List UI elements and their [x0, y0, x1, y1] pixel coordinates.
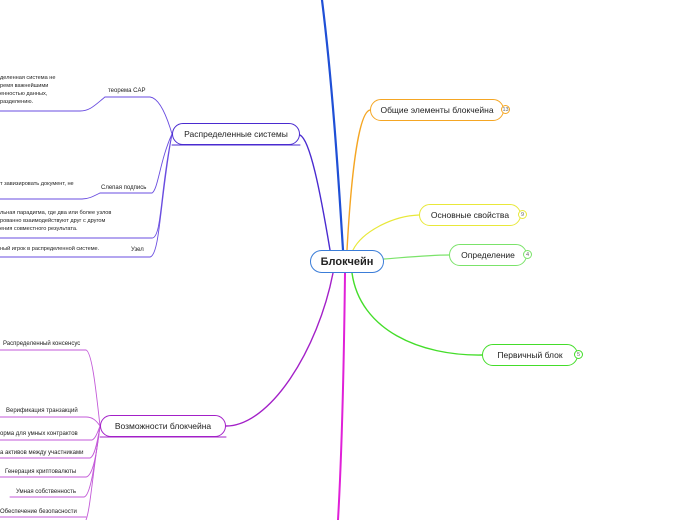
capability-1-line	[85, 416, 101, 427]
topic-distributed-systems-label: Распределенные системы	[184, 129, 288, 139]
topic-properties-label: Основные свойства	[430, 210, 510, 220]
branch-definition-line	[383, 254, 450, 260]
capability-item[interactable]: орма для умных контрактов	[0, 431, 78, 437]
central-topic-label: Блокчейн	[320, 255, 374, 268]
properties-count-badge[interactable]: 9	[518, 210, 527, 219]
capability-item[interactable]: Генерация криптовалюты	[5, 469, 77, 475]
topic-properties[interactable]: Основные свойства	[419, 204, 521, 226]
capability-4-line	[85, 425, 101, 478]
branch-distributed-line	[299, 134, 331, 251]
node-text: ный игрок в распределенной системе.	[0, 246, 100, 252]
general-elements-count-badge[interactable]: 13	[501, 105, 510, 114]
branch-bottom-line	[337, 272, 346, 520]
capability-item[interactable]: Обеспечение безопасности	[0, 509, 77, 515]
topic-general-elements[interactable]: Общие элементы блокчейна	[370, 99, 504, 121]
cap-theorem-text-line	[79, 96, 106, 112]
primary-block-count-badge[interactable]: 5	[574, 350, 583, 359]
distributed-paradigm-text: льная парадигма, где два или более узлов…	[0, 210, 112, 232]
cap-theorem-text: деленная система не ремя важнейшими енно…	[0, 75, 56, 105]
capability-item[interactable]: Умная собственность	[16, 489, 77, 495]
subtopic-node[interactable]: Узел	[131, 247, 144, 253]
topic-distributed-systems[interactable]: Распределенные системы	[172, 123, 300, 145]
capability-item[interactable]: Верификация транзакций	[6, 408, 78, 414]
topic-capabilities-label: Возможности блокчейна	[114, 421, 212, 431]
node-line	[149, 133, 173, 258]
capability-item[interactable]: Распределенный консенсус	[3, 341, 81, 347]
topic-definition-label: Определение	[461, 250, 515, 260]
topic-primary-block-label: Первичный блок	[497, 350, 563, 360]
topic-primary-block[interactable]: Первичный блок	[482, 344, 578, 366]
subtopic-cap-theorem[interactable]: теорема CAP	[108, 88, 146, 94]
topic-general-elements-label: Общие элементы блокчейна	[380, 105, 494, 115]
capability-6-line	[85, 425, 101, 520]
capability-0-line	[85, 349, 101, 427]
branch-general-elements-line	[346, 109, 371, 251]
blind-signature-line	[151, 133, 173, 194]
blind-signature-text: т завизировать документ, не	[0, 181, 74, 187]
capability-item[interactable]: а активов между участниками	[0, 450, 84, 456]
cap-theorem-line	[149, 96, 173, 135]
branch-capabilities-line	[225, 272, 334, 427]
topic-definition[interactable]: Определение	[449, 244, 527, 266]
blind-signature-text-line	[81, 192, 101, 200]
definition-count-badge[interactable]: 4	[523, 250, 532, 259]
branch-top-line	[320, 0, 345, 252]
subtopic-blind-signature[interactable]: Слепая подпись	[101, 185, 147, 191]
branch-primary-block-line	[351, 272, 483, 356]
branch-properties-line	[352, 214, 420, 251]
topic-capabilities[interactable]: Возможности блокчейна	[100, 415, 226, 437]
central-topic[interactable]: Блокчейн	[310, 250, 384, 273]
